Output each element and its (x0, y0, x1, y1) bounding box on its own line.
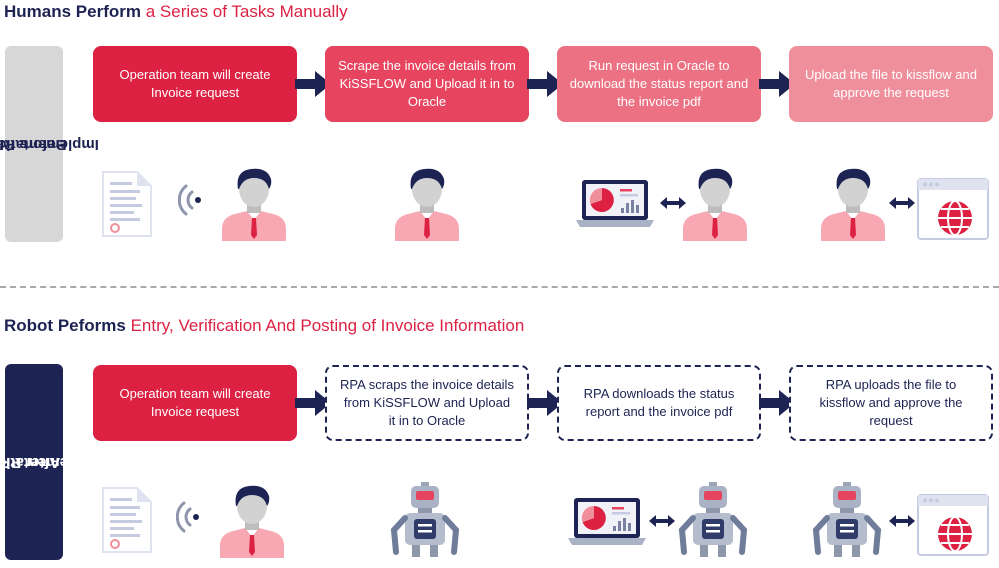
after-heading: Robot Peforms Entry, Verification And Po… (4, 316, 524, 336)
before-step-3: Run request in Oracle to download the st… (557, 46, 761, 122)
laptop-chart-icon (576, 178, 654, 228)
before-step-1: Operation team will create Invoice reque… (93, 46, 297, 122)
after-rpa-label: After RPA Implementation (0, 364, 98, 560)
before-rpa-label: Before RPA Implementation (0, 46, 98, 242)
person-icon (219, 165, 289, 241)
signal-icon (176, 497, 200, 537)
before-label-line2: Implementation (0, 136, 99, 153)
signal-icon (178, 180, 202, 220)
before-heading: Humans Perform a Series of Tasks Manuall… (4, 2, 348, 22)
before-step-2: Scrape the invoice details from KiSSFLOW… (325, 46, 529, 122)
before-heading-strong: Humans Perform (4, 2, 141, 21)
after-step-2: RPA scraps the invoice details from KiSS… (325, 365, 529, 441)
double-arrow-icon (888, 514, 916, 528)
after-step-4: RPA uploads the file to kissflow and app… (789, 365, 993, 441)
robot-icon (390, 482, 460, 558)
after-step-1: Operation team will create Invoice reque… (93, 365, 297, 441)
browser-globe-icon (917, 494, 989, 556)
robot-icon (812, 482, 882, 558)
after-label-line2: Implementation (0, 454, 99, 471)
browser-globe-icon (917, 178, 989, 240)
after-heading-strong: Robot Peforms (4, 316, 126, 335)
double-arrow-icon (648, 514, 676, 528)
document-icon (101, 170, 153, 238)
double-arrow-icon (888, 196, 916, 210)
after-step-3: RPA downloads the status report and the … (557, 365, 761, 441)
after-heading-rest: Entry, Verification And Posting of Invoi… (130, 316, 525, 335)
robot-icon (678, 482, 748, 558)
person-icon (217, 482, 287, 558)
section-divider (0, 286, 999, 288)
person-icon (392, 165, 462, 241)
person-icon (818, 165, 888, 241)
before-step-4: Upload the file to kissflow and approve … (789, 46, 993, 122)
document-icon (101, 486, 153, 554)
person-icon (680, 165, 750, 241)
laptop-chart-icon (568, 496, 646, 546)
before-heading-rest: a Series of Tasks Manually (145, 2, 348, 21)
